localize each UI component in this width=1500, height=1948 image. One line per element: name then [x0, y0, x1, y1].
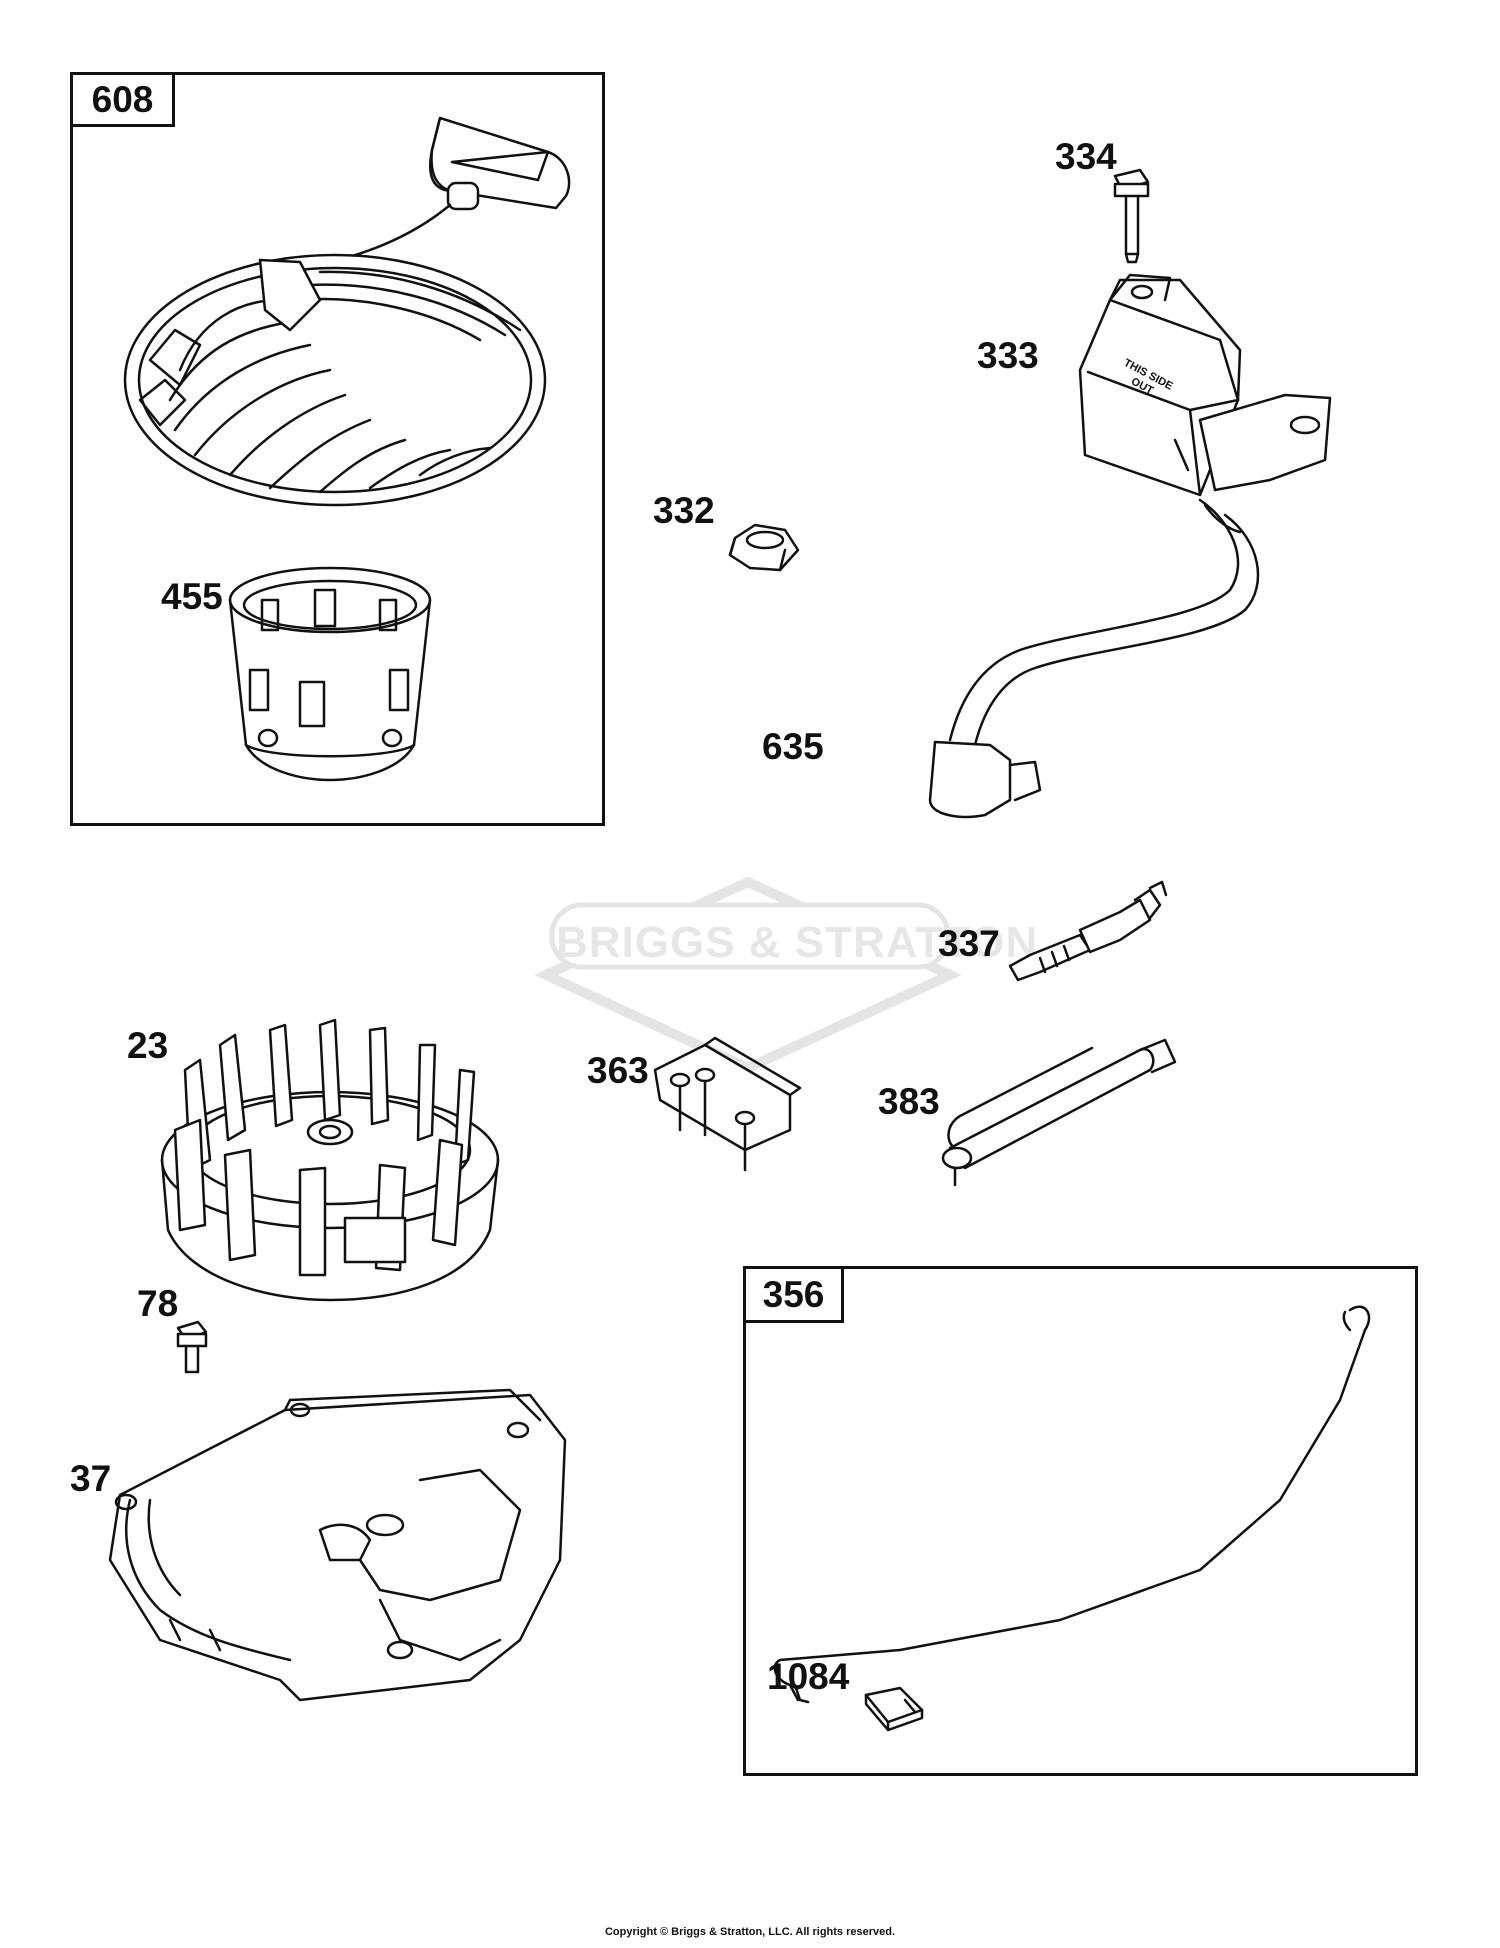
bolt-334 [1113, 168, 1150, 264]
callout-383: 383 [878, 1081, 940, 1122]
hex-nut-332 [728, 523, 800, 572]
spark-plug-lead-635 [928, 498, 1260, 819]
bolt-78 [176, 1320, 208, 1374]
ground-wire-356 [773, 1305, 1371, 1704]
callout-1084: 1084 [767, 1656, 850, 1697]
group-tag-356: 356 [746, 1269, 844, 1323]
spark-plug-337 [1008, 880, 1168, 982]
callout-23: 23 [127, 1025, 169, 1066]
callout-363: 363 [587, 1050, 649, 1091]
flywheel-23 [160, 1018, 500, 1302]
copyright-notice: Copyright © Briggs & Stratton, LLC. All … [604, 1926, 896, 1938]
blower-housing-37 [108, 1388, 567, 1702]
rewind-starter-608 [123, 116, 571, 507]
callout-337: 337 [938, 923, 1000, 964]
ignition-coil-333 [1078, 273, 1332, 534]
callout-455: 455 [161, 576, 223, 617]
group-box-608: 608 [70, 72, 605, 826]
callout-37: 37 [70, 1458, 112, 1499]
callout-332: 332 [653, 490, 715, 531]
starter-cup-455 [228, 566, 432, 782]
watermark-text: BRIGGS & STRATTON [556, 918, 1039, 967]
callout-635: 635 [762, 726, 824, 767]
callout-334: 334 [1055, 136, 1117, 177]
spark-plug-wrench-383 [941, 1038, 1177, 1187]
connector-1084 [864, 1686, 924, 1732]
group-box-356: 356 [743, 1266, 1418, 1776]
bracket-363 [653, 1036, 802, 1172]
callout-78: 78 [137, 1283, 179, 1324]
group-tag-608: 608 [73, 75, 175, 127]
callout-333: 333 [977, 335, 1039, 376]
